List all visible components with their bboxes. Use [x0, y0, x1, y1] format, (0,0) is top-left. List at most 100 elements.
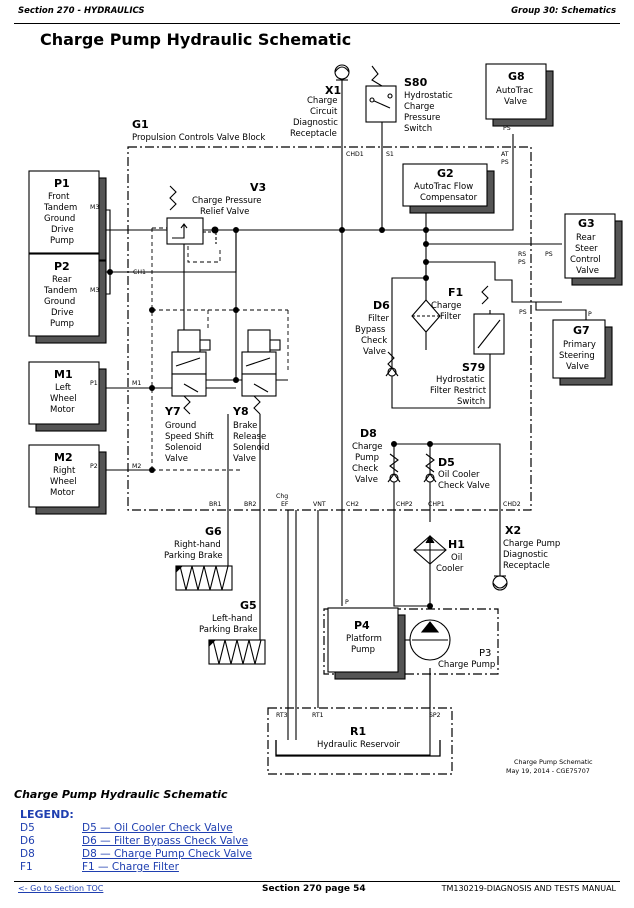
g6-id: G6: [205, 525, 222, 538]
y7-label-2: Speed Shift: [165, 432, 214, 442]
s80-label-4: Switch: [404, 124, 432, 134]
g7-label-1: Primary: [563, 340, 596, 350]
m2-label-2: Wheel: [50, 477, 77, 487]
g8-label-1: AutoTrac: [496, 86, 533, 96]
port-br1: BR1: [209, 501, 222, 508]
g7-label-2: Steering: [559, 351, 595, 361]
r1-label-1: Hydraulic Reservoir: [317, 740, 401, 750]
figure-caption: Charge Pump Hydraulic Schematic: [14, 788, 228, 801]
p1-label-1: Front: [48, 192, 70, 202]
port-ch2: CH2: [346, 501, 359, 508]
g2-id: G2: [437, 167, 454, 180]
p1-label-2: Tandem: [43, 203, 77, 213]
x2-label-1: Charge Pump: [503, 539, 560, 549]
stamp-line-1: Charge Pump Schematic: [514, 758, 593, 766]
port-ch1: CH1: [133, 269, 146, 276]
g8-id: G8: [508, 70, 525, 83]
d8-label-2: Pump: [355, 453, 379, 463]
port-br2: BR2: [244, 501, 257, 508]
section-toc-link[interactable]: <- Go to Section TOC: [18, 884, 104, 893]
port-at: AT: [501, 151, 509, 158]
m1-label-2: Wheel: [50, 394, 77, 404]
d6-label-1: Filter: [368, 314, 390, 324]
port-ef: EF: [281, 501, 289, 508]
component-boxes: [28, 63, 623, 680]
f1-label-2: Filter: [440, 312, 462, 322]
p1-label-5: Pump: [50, 236, 74, 246]
port-ps-g3: PS: [545, 251, 553, 258]
s79-label-3: Switch: [457, 397, 485, 407]
legend-link-d5[interactable]: D5 — Oil Cooler Check Valve: [82, 822, 233, 834]
port-p-p4: P: [345, 599, 349, 606]
s79-id: S79: [462, 361, 485, 374]
r1-reservoir-symbol: [275, 740, 441, 757]
g3-label-2: Steer: [575, 244, 598, 254]
legend-link-f1[interactable]: F1 — Charge Filter: [82, 861, 179, 873]
d5-id: D5: [438, 456, 455, 469]
y8-solenoid-valve-symbol: [241, 329, 281, 415]
d6-check-valve-symbol: [385, 351, 399, 377]
port-chd1: CHD1: [346, 151, 364, 158]
g7-label-3: Valve: [566, 362, 589, 372]
h1-oil-cooler-symbol: [413, 534, 447, 565]
port-s1: S1: [386, 151, 394, 158]
section-header: Section 270 - HYDRAULICS: [18, 6, 145, 16]
g5-label-2: Parking Brake: [199, 625, 258, 635]
legend-link-d8[interactable]: D8 — Charge Pump Check Valve: [82, 848, 253, 860]
y7-label-1: Ground: [165, 421, 196, 431]
v3-label-1: Charge Pressure: [192, 196, 262, 206]
legend-item: F1 F1 — Charge Filter: [20, 861, 179, 873]
s79-label-2: Filter Restrict: [430, 386, 487, 396]
d5-label-2: Check Valve: [438, 481, 490, 491]
port-p1: P1: [90, 380, 98, 387]
p2-label-5: Pump: [50, 319, 74, 329]
s80-id: S80: [404, 76, 428, 89]
x1-label-4: Receptacle: [290, 129, 337, 139]
m1-label-1: Left: [55, 383, 72, 393]
legend-code: F1: [20, 861, 33, 873]
legend-item: D5 D5 — Oil Cooler Check Valve: [20, 822, 233, 834]
port-rs: RS: [518, 251, 526, 258]
port-m1: M1: [132, 380, 141, 387]
g3-id: G3: [578, 217, 595, 230]
x1-receptacle-symbol: [334, 64, 350, 81]
m2-id: M2: [54, 451, 73, 464]
port-p-g7: P: [588, 311, 592, 318]
x1-label-3: Diagnostic: [293, 118, 338, 128]
m2-label-3: Motor: [50, 488, 75, 498]
x1-label-1: Charge: [307, 96, 338, 106]
page-title: Charge Pump Hydraulic Schematic: [40, 30, 352, 49]
group-header: Group 30: Schematics: [511, 6, 616, 16]
g6-label-1: Right-hand: [174, 540, 221, 550]
r1-reservoir-boundary: [267, 707, 453, 775]
legend-link-d6[interactable]: D6 — Filter Bypass Check Valve: [82, 835, 249, 847]
p3-charge-pump-symbol: [409, 619, 451, 661]
port-m3-a: M3: [90, 204, 99, 211]
g5-id: G5: [240, 599, 257, 612]
port-rt1: RT1: [312, 712, 324, 719]
p2-id: P2: [54, 260, 70, 273]
y8-label-2: Release: [233, 432, 266, 442]
g3-label-4: Valve: [576, 266, 599, 276]
hydraulic-schematic: X1 Charge Circuit Diagnostic Receptacle …: [28, 63, 623, 775]
g6-brake-symbol: [175, 565, 233, 591]
g8-label-2: Valve: [504, 97, 527, 107]
d6-label-2: Bypass: [355, 325, 386, 335]
p2-label-1: Rear: [52, 275, 72, 285]
port-ps-g8: PS: [503, 125, 511, 132]
port-ps-rs: PS: [518, 259, 526, 266]
g3-label-1: Rear: [576, 233, 596, 243]
m1-id: M1: [54, 368, 73, 381]
legend-code: D5: [20, 822, 35, 834]
y7-label-3: Solenoid: [165, 443, 202, 453]
p3-pump-boundary: [323, 608, 499, 675]
s80-switch-symbol: [365, 65, 397, 123]
g1-valve-block-boundary: [127, 146, 532, 511]
footer-divider: [14, 881, 620, 882]
x2-id: X2: [505, 524, 521, 537]
s79-switch-symbol: [473, 285, 505, 355]
s80-label-2: Charge: [404, 102, 435, 112]
h1-label-1: Oil: [451, 553, 462, 563]
